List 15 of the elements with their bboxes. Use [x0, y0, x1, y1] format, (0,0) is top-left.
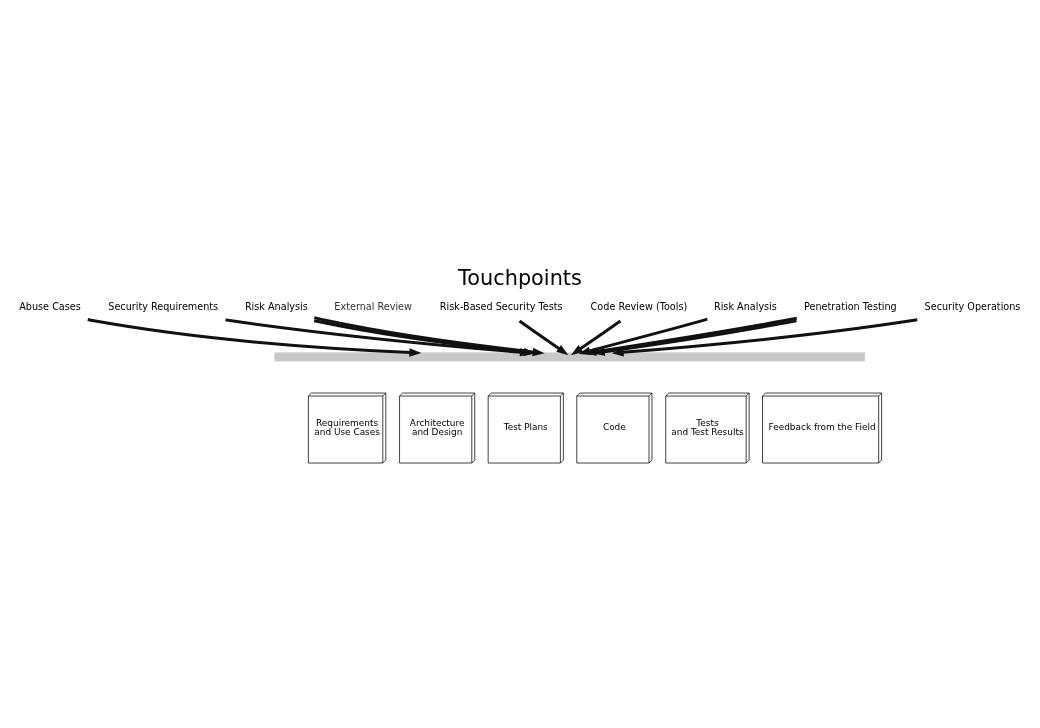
diagram-title: Touchpoints — [458, 265, 582, 290]
node-text: Security Operations — [924, 300, 1021, 312]
node-text: Risk-Based Security Tests — [439, 300, 563, 312]
node-text: Risk Analysis — [244, 300, 308, 312]
label: External Review — [334, 300, 412, 312]
arrow — [571, 319, 622, 356]
node-text: Code Review (Tools) — [590, 300, 688, 312]
arrow — [611, 318, 918, 357]
node-bar — [274, 352, 865, 362]
node-text: Risk Analysis — [713, 300, 777, 312]
node-text: Abuse Cases — [19, 300, 81, 312]
arrow — [578, 317, 708, 355]
node-text: Penetration Testing — [804, 300, 897, 312]
node-text: Security Requirements — [108, 300, 219, 312]
arrow — [87, 318, 422, 357]
